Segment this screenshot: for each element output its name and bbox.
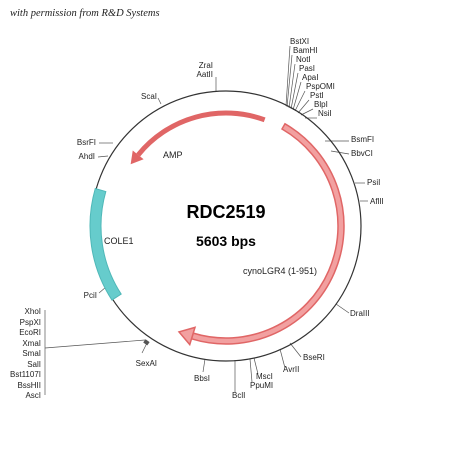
site-label-bsmfi-0: BsmFI [351,135,374,144]
site-label-mcs-left-3: XmaI [22,339,41,348]
site-label-scai-0: ScaI [141,92,157,101]
site-line-mcs-top-3 [290,72,299,110]
site-label-avrii-0: AvrII [283,365,299,374]
site-label-mcs-top-2: NotI [296,55,311,64]
site-line-mcs-top-1 [286,54,293,108]
site-line-avrii-0 [279,348,286,369]
cynolgr4-arrowhead [177,326,197,347]
site-line-mcs-left-0 [44,339,146,349]
site-label-mcs-left-2: EcoRI [19,328,41,337]
site-label-bbvci-0: BbvCI [351,149,373,158]
site-label-zrai-aatii-0: ZraI [199,61,213,70]
site-line-sexai-0 [141,342,148,354]
site-label-msci-0: MscI [256,372,273,381]
site-label-mcs-top-0: BstXI [290,37,309,46]
site-line-ahdi-0 [97,155,109,158]
plasmid-size: 5603 bps [196,233,256,249]
site-label-bseri-0: BseRI [303,353,325,362]
site-label-bsrfi-0: BsrFI [77,138,96,147]
site-label-mcs-top-6: PstI [310,91,324,100]
site-line-mcs-top-7 [300,108,314,116]
cynolgr4-label: cynoLGR4 (1-951) [243,266,317,276]
features-layer: AMP cynoLGR4 (1-951) COLE1 [89,110,345,347]
site-label-mcs-left-1: PspXI [20,318,41,327]
site-label-bbsi-0: BbsI [194,374,210,383]
amp-label: AMP [163,150,183,160]
site-label-mcs-left-8: AscI [25,391,41,400]
site-label-pcii-0: PciI [84,291,97,300]
site-label-drai-0: DraIII [350,309,370,318]
site-label-mcs-top-5: PspOMI [306,82,335,91]
site-line-ppumi-0 [249,358,253,383]
site-label-mcs-left-5: SalI [27,360,41,369]
cole1-feature-block [89,187,122,301]
site-line-mcs-top-0 [285,45,291,107]
site-label-mcs-top-8: NsiI [318,109,332,118]
site-label-psii-0: PsiI [367,178,380,187]
site-line-mcs-top-6 [297,99,310,114]
plasmid-name: RDC2519 [186,202,265,222]
site-label-mcs-left-0: XhoI [25,307,41,316]
site-line-scai-0 [157,97,162,105]
site-label-mcs-top-3: PasI [299,64,315,73]
site-line-mcs-top-5 [294,90,306,112]
site-line-drai-0 [335,303,350,314]
site-label-aflii-0: AflII [370,197,384,206]
site-line-mcs-top-4 [292,81,302,111]
site-line-bbvci-0 [330,150,350,155]
site-label-mcs-top-7: BlpI [314,100,328,109]
site-label-mcs-left-7: BssHII [17,381,41,390]
mcs-marker [143,339,150,346]
amp-feature-arc [136,110,266,157]
site-label-ahdi-0: AhdI [79,152,95,161]
site-label-mcs-left-4: SmaI [22,349,41,358]
site-line-bseri-0 [289,342,302,358]
site-label-mcs-top-4: ApaI [302,73,318,82]
site-line-msci-0 [253,357,259,375]
site-label-sexai-0: SexAI [136,359,157,368]
site-label-bcli-0: BclI [232,391,245,400]
amp-arrowhead [130,150,144,165]
plasmid-backbone [90,90,362,362]
permission-caption: with permission from R&D Systems [10,8,160,19]
cole1-label: COLE1 [104,236,134,246]
site-line-mcs-top-2 [288,63,296,109]
site-label-ppumi-0: PpuMI [250,381,273,390]
site-label-mcs-top-1: BamHI [293,46,317,55]
site-label-mcs-left-6: Bst1107I [10,370,41,379]
site-line-bbsi-0 [202,358,206,373]
site-label-zrai-aatii-1: AatII [197,70,213,79]
